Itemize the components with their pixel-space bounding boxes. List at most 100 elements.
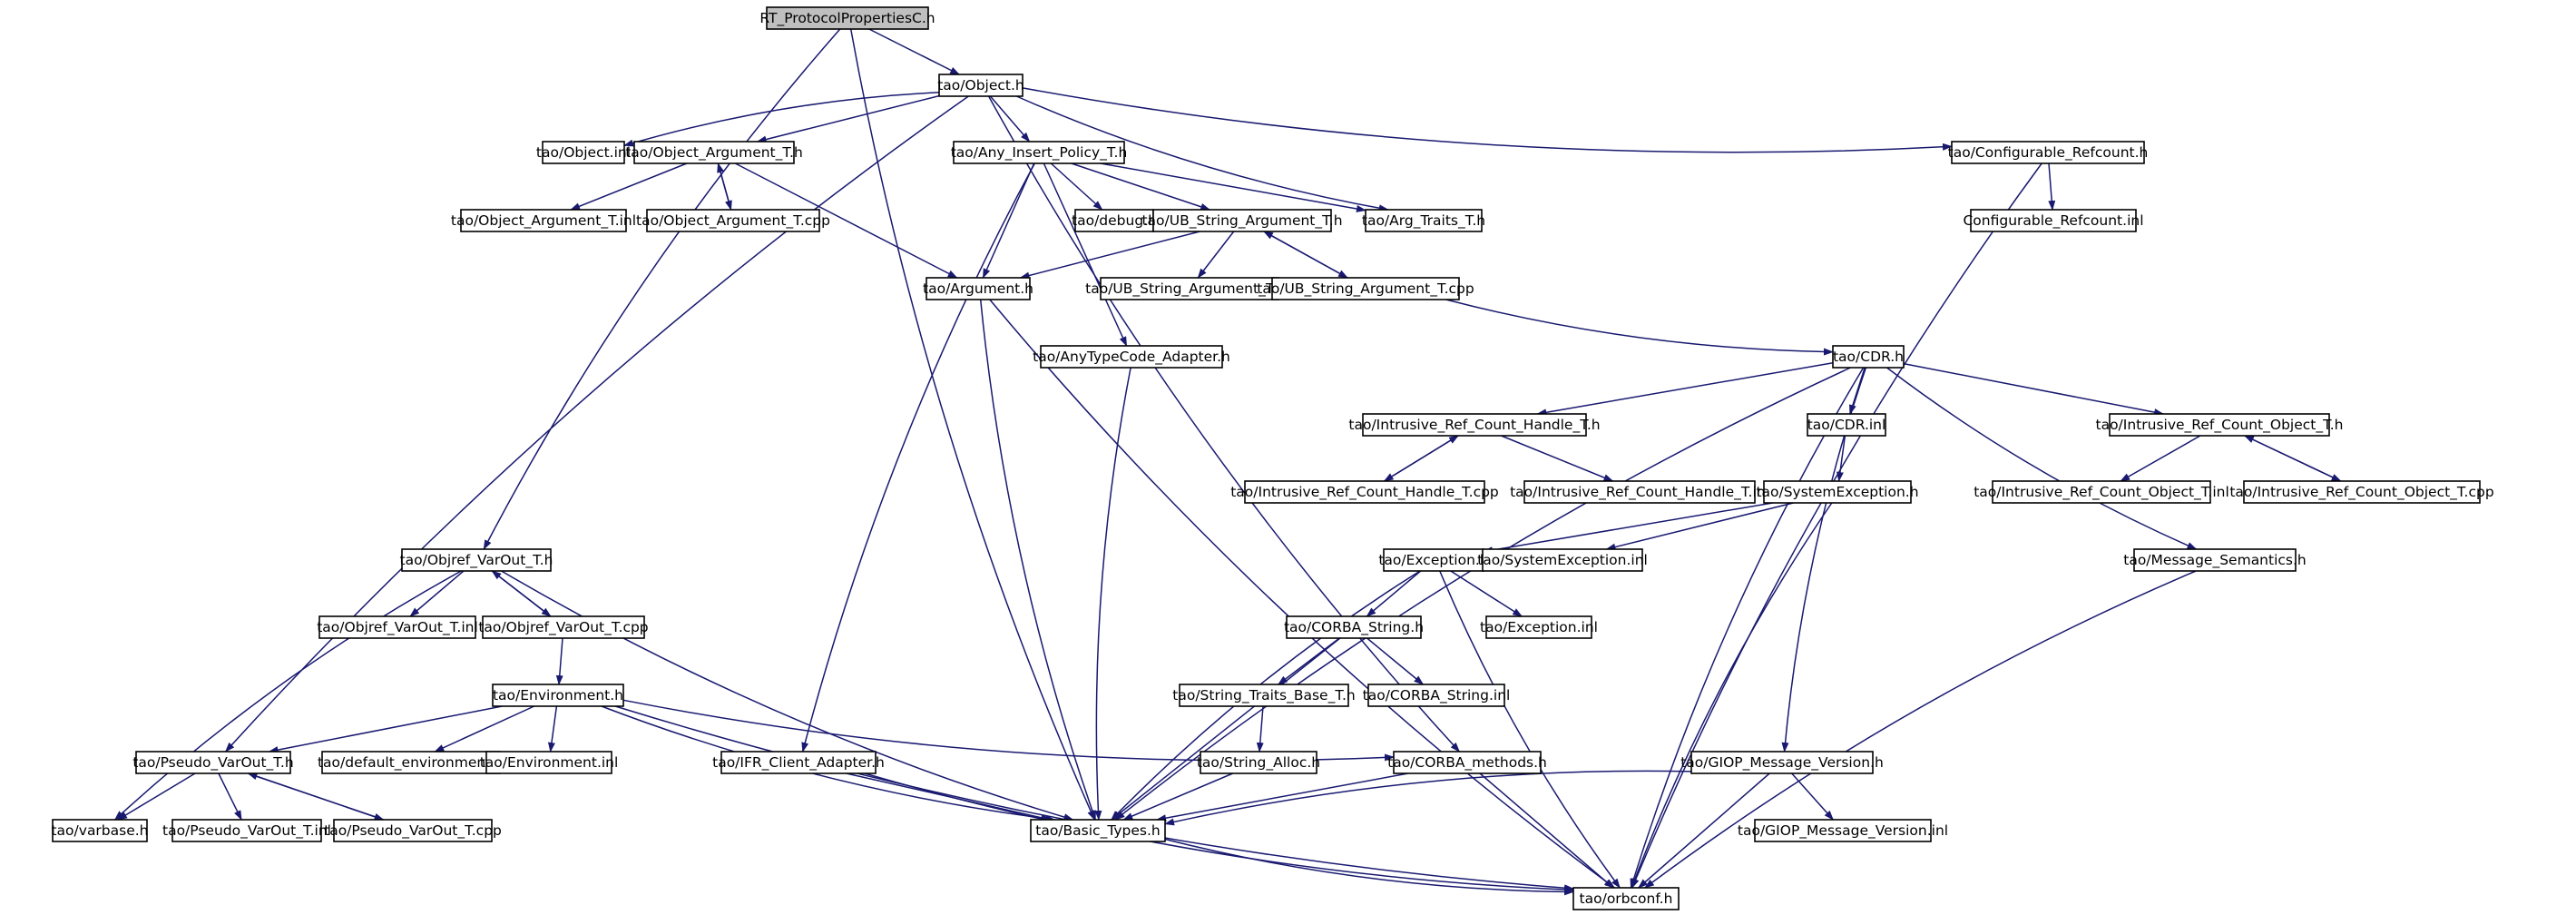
edge-msg_sem_h-to-orbconf <box>1644 570 2197 889</box>
node-label: tao/SystemException.h <box>1756 484 1918 500</box>
node-environment-h[interactable]: tao/Environment.h <box>492 684 624 707</box>
edge-object_h-to-arg_traits <box>1015 95 1389 212</box>
node-box <box>135 751 291 774</box>
node-basic-types[interactable]: tao/Basic_Types.h <box>1030 819 1166 842</box>
node-argument-h[interactable]: tao/Argument.h <box>923 277 1033 300</box>
node-label: tao/CDR.inl <box>1807 417 1886 433</box>
node-irc-handle-h[interactable]: tao/Intrusive_Ref_Count_Handle_T.h <box>1348 413 1601 437</box>
edge-str_traits_h-to-str_alloc_h <box>1256 705 1264 753</box>
edge-rt-to-objref_h <box>483 28 841 550</box>
node-label: tao/Basic_Types.h <box>1035 822 1161 840</box>
edge-sysexc_h-to-exception_h <box>1483 502 1773 554</box>
node-pseudo-cpp[interactable]: tao/Pseudo_VarOut_T.cpp <box>324 819 502 842</box>
node-irc-object-inl[interactable]: tao/Intrusive_Ref_Count_Object_T.inl <box>1974 480 2229 504</box>
node-msg-sem-h[interactable]: tao/Message_Semantics.h <box>2123 548 2307 572</box>
edge-corba_methods-to-orbconf <box>1479 772 1614 889</box>
node-label: tao/Arg_Traits_T.h <box>1362 212 1485 230</box>
edge-giop_h-to-orbconf <box>1638 772 1770 889</box>
node-ub-str-inl[interactable]: tao/UB_String_Argument_T.inl <box>1085 277 1294 300</box>
node-giop-inl[interactable]: tao/GIOP_Message_Version.inl <box>1738 819 1948 842</box>
node-irc-object-h[interactable]: tao/Intrusive_Ref_Count_Object_T.h <box>2096 413 2344 437</box>
node-exception-h[interactable]: tao/Exception.h <box>1378 548 1489 572</box>
node-box <box>1200 751 1317 774</box>
node-box <box>1992 480 2211 504</box>
node-arg-traits[interactable]: tao/Arg_Traits_T.h <box>1362 209 1485 232</box>
node-ub-str-h[interactable]: tao/UB_String_Argument_T.h <box>1141 209 1343 232</box>
node-varbase-h[interactable]: tao/varbase.h <box>51 819 149 842</box>
edge-ifr_adapter-to-orbconf <box>864 772 1574 894</box>
node-corba-string-inl[interactable]: tao/CORBA_String.inl <box>1363 684 1511 707</box>
edge-cdr_h-to-cdr_inl <box>1849 367 1866 415</box>
node-environment-inl[interactable]: tao/Environment.inl <box>480 751 619 774</box>
node-corba-string-h[interactable]: tao/CORBA_String.h <box>1284 615 1424 639</box>
node-objref-cpp[interactable]: tao/Objref_VarOut_T.cpp <box>478 615 649 639</box>
node-object-h[interactable]: tao/Object.h <box>937 74 1024 97</box>
node-box <box>401 548 552 572</box>
node-rt[interactable]: RT_ProtocolPropertiesC.h <box>759 6 935 30</box>
node-obj-arg-inl[interactable]: tao/Object_Argument_T.inl <box>451 209 636 232</box>
node-corba-methods[interactable]: tao/CORBA_methods.h <box>1387 751 1547 774</box>
node-box <box>1572 887 1680 910</box>
node-giop-h[interactable]: tao/GIOP_Message_Version.h <box>1680 751 1884 774</box>
node-box <box>1807 413 1886 437</box>
node-box <box>318 615 476 639</box>
node-box <box>1271 277 1460 300</box>
node-cdr-h[interactable]: tao/CDR.h <box>1832 345 1905 369</box>
node-label: tao/debug.h <box>1072 212 1157 229</box>
node-box <box>1832 345 1905 369</box>
edge-pseudo_h-to-pseudo_inl <box>218 772 242 821</box>
edge-objref_h-to-varbase_h <box>113 570 462 821</box>
node-conf-refcount[interactable]: tao/Configurable_Refcount.h <box>1948 141 2149 164</box>
node-default-env-h[interactable]: tao/default_environment.h <box>318 751 504 774</box>
edge-any_insert-to-ifr_adapter <box>801 162 1035 753</box>
node-obj-arg-cpp[interactable]: tao/Object_Argument_T.cpp <box>636 209 830 232</box>
node-any-insert[interactable]: tao/Any_Insert_Policy_T.h <box>951 141 1128 164</box>
node-irc-object-cpp[interactable]: tao/Intrusive_Ref_Count_Object_T.cpp <box>2229 480 2494 504</box>
node-pseudo-h[interactable]: tao/Pseudo_VarOut_T.h <box>132 751 294 774</box>
node-box <box>1383 548 1484 572</box>
node-label: tao/Environment.h <box>493 687 623 703</box>
node-str-alloc-h[interactable]: tao/String_Alloc.h <box>1197 751 1320 774</box>
node-pseudo-inl[interactable]: tao/Pseudo_VarOut_T.inl <box>162 819 331 842</box>
node-label: tao/Objref_VarOut_T.inl <box>317 619 478 636</box>
edge-corba_string_h-to-basic_types <box>1111 637 1341 821</box>
node-irc-handle-cpp[interactable]: tao/Intrusive_Ref_Count_Handle_T.cpp <box>1230 480 1499 504</box>
node-label: tao/Intrusive_Ref_Count_Object_T.cpp <box>2229 484 2493 501</box>
node-box <box>938 74 1024 97</box>
node-box <box>485 751 612 774</box>
edge-object_h-to-object_inl <box>623 92 940 147</box>
edge-obj_arg_h-to-argument_h <box>734 162 958 279</box>
edge-exception_h-to-exception_inl <box>1450 570 1523 617</box>
node-ub-str-cpp[interactable]: tao/UB_String_Argument_T.cpp <box>1257 277 1474 300</box>
node-sysexc-inl[interactable]: tao/SystemException.inl <box>1477 548 1648 572</box>
node-box <box>766 6 929 30</box>
node-box <box>646 209 820 232</box>
node-obj-arg-h[interactable]: tao/Object_Argument_T.h <box>625 141 803 164</box>
node-label: RT_ProtocolPropertiesC.h <box>759 10 935 27</box>
node-ifr-adapter[interactable]: tao/IFR_Client_Adapter.h <box>712 751 885 774</box>
node-sysexc-h[interactable]: tao/SystemException.h <box>1756 480 1919 504</box>
node-str-traits-h[interactable]: tao/String_Traits_Base_T.h <box>1172 684 1356 707</box>
node-box <box>1367 684 1505 707</box>
node-label: Configurable_Refcount.inl <box>1963 212 2143 230</box>
node-label: tao/Pseudo_VarOut_T.h <box>132 754 293 772</box>
node-label: tao/Intrusive_Ref_Count_Object_T.h <box>2096 417 2344 434</box>
node-conf-refcount-inl[interactable]: Configurable_Refcount.inl <box>1963 209 2144 232</box>
node-box <box>2243 480 2481 504</box>
node-box <box>1393 751 1542 774</box>
edge-argument_h-to-basic_types <box>979 299 1097 821</box>
node-exception-inl[interactable]: tao/Exception.inl <box>1480 615 1598 639</box>
node-label: tao/Intrusive_Ref_Count_Handle_T.h <box>1348 417 1600 434</box>
node-anytc-adapter[interactable]: tao/AnyTypeCode_Adapter.h <box>1033 345 1230 369</box>
node-object-inl[interactable]: tao/Object.inl <box>536 141 631 164</box>
node-orbconf[interactable]: tao/orbconf.h <box>1572 887 1680 910</box>
node-objref-inl[interactable]: tao/Objref_VarOut_T.inl <box>317 615 478 639</box>
node-objref-h[interactable]: tao/Objref_VarOut_T.h <box>400 548 553 572</box>
node-box <box>953 141 1125 164</box>
node-label: tao/CORBA_methods.h <box>1387 754 1547 772</box>
node-label: tao/GIOP_Message_Version.inl <box>1738 822 1948 840</box>
node-irc-handle-inl[interactable]: tao/Intrusive_Ref_Count_Handle_T.inl <box>1510 480 1769 504</box>
node-cdr-inl[interactable]: tao/CDR.inl <box>1807 413 1886 437</box>
edge-obj_arg_h-to-obj_arg_inl <box>570 162 688 211</box>
